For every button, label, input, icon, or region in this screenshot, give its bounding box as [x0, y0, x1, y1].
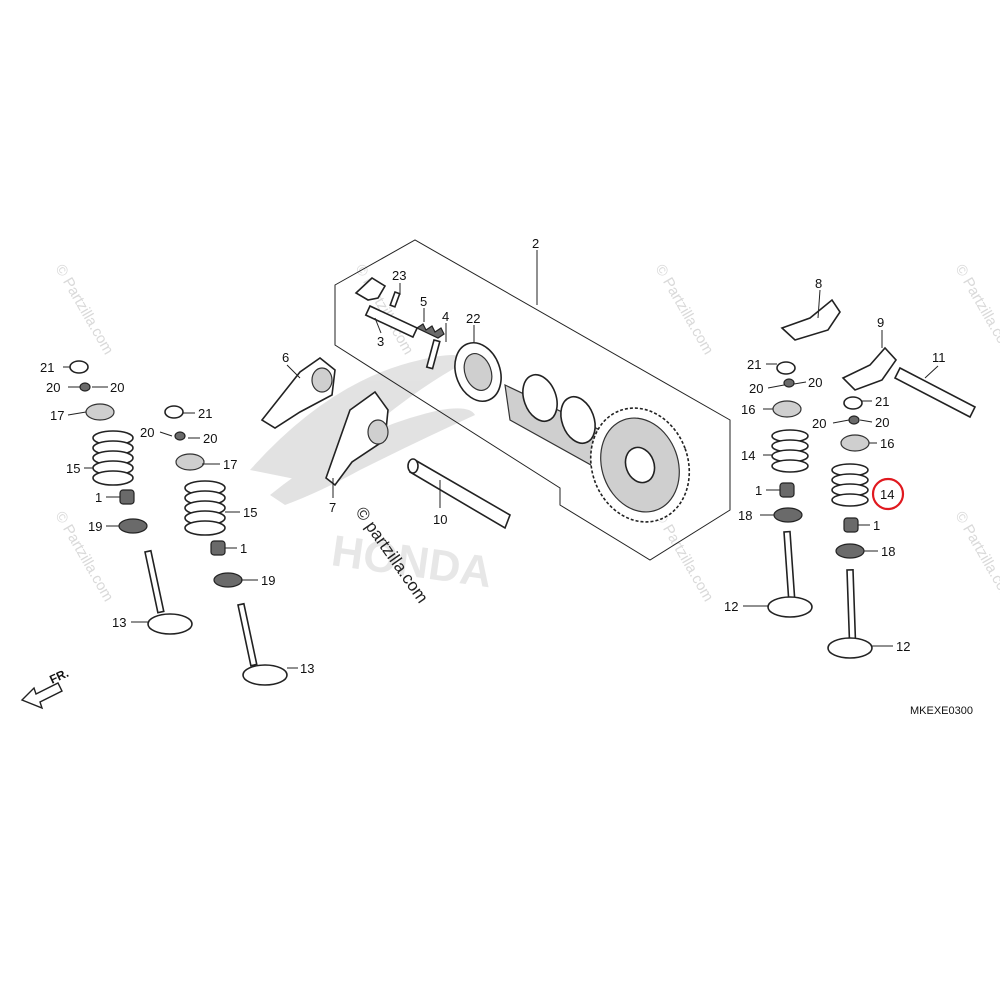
callout-label: 23 — [392, 268, 406, 283]
rocker-arm-9 — [841, 346, 898, 391]
callout-label: 1 — [873, 518, 880, 533]
callout-label: 18 — [881, 544, 895, 559]
callout-label: 12 — [896, 639, 910, 654]
callout-label: 19 — [261, 573, 275, 588]
callout-label: 4 — [442, 309, 449, 324]
callout-label: 15 — [243, 505, 257, 520]
callout-label: 3 — [377, 334, 384, 349]
callout-label: 1 — [95, 490, 102, 505]
front-indicator-label: FR. — [47, 666, 70, 687]
callout-label: 11 — [932, 350, 946, 365]
callout-label: 20 — [808, 375, 822, 390]
callout-label: 13 — [112, 615, 126, 630]
callout-label: 17 — [50, 408, 64, 423]
callout-labels: 2 23 5 4 22 3 6 7 10 8 9 11 21 20 20 17 … — [40, 236, 946, 676]
valve-spring-15 — [92, 430, 134, 486]
callout-label: 20 — [875, 415, 889, 430]
callout-label: 20 — [203, 431, 217, 446]
valve-spring-15 — [184, 480, 226, 536]
camshaft-assembly — [354, 276, 691, 523]
callout-label: 16 — [741, 402, 755, 417]
callout-label: 20 — [46, 380, 60, 395]
callout-label: 1 — [240, 541, 247, 556]
highlighted-callout-label: 14 — [880, 487, 894, 502]
callout-label: 18 — [738, 508, 752, 523]
rocker-arm-6 — [260, 357, 336, 429]
watermark-text: © Partzilla.com — [652, 262, 717, 358]
rocker-shaft-11 — [893, 366, 977, 419]
leader-lines — [63, 250, 939, 669]
front-arrow-icon: FR. — [20, 666, 71, 710]
watermark-text: © Partzilla.com — [952, 509, 1000, 605]
valve-stack-middle — [164, 405, 288, 686]
callout-label: 17 — [223, 457, 237, 472]
callout-label: 21 — [198, 406, 212, 421]
callout-label: 1 — [755, 483, 762, 498]
callout-label: 8 — [815, 276, 822, 291]
callout-label: 20 — [749, 381, 763, 396]
camshaft-group-box — [334, 239, 731, 561]
callout-label: 7 — [329, 500, 336, 515]
rocker-arm-8 — [780, 298, 841, 341]
callout-label: 20 — [140, 425, 154, 440]
watermark-text: © Partzilla.com — [652, 509, 717, 605]
watermark-text: © Partzilla.com — [52, 509, 117, 605]
callout-label: 5 — [420, 294, 427, 309]
callout-label: 10 — [433, 512, 447, 527]
rocker-shaft-10 — [407, 458, 511, 530]
rocker-arm-7 — [325, 390, 389, 487]
callout-label: 22 — [466, 311, 480, 326]
callout-label: 12 — [724, 599, 738, 614]
callout-label: 21 — [747, 357, 761, 372]
callout-label: 6 — [282, 350, 289, 365]
callout-label: 16 — [880, 436, 894, 451]
callout-label: 14 — [741, 448, 755, 463]
callout-label: 13 — [300, 661, 314, 676]
valve-stack-right-a — [767, 361, 813, 618]
callout-label: 20 — [110, 380, 124, 395]
callout-label: 15 — [66, 461, 80, 476]
highlight-circle — [871, 477, 905, 511]
valve-stack-right-b — [827, 396, 873, 659]
watermark-text: © Partzilla.com — [52, 262, 117, 358]
callout-label: 21 — [875, 394, 889, 409]
watermark-text: © Partzilla.com — [952, 262, 1000, 358]
valve-spring-14 — [831, 463, 869, 507]
diagram-code: MKEXE0300 — [910, 705, 973, 717]
valve-stack-left — [69, 360, 193, 635]
callout-label: 2 — [532, 236, 539, 251]
callout-label: 21 — [40, 360, 54, 375]
callout-label: 20 — [812, 416, 826, 431]
callout-label: 9 — [877, 315, 884, 330]
valve-spring-14 — [771, 429, 809, 473]
callout-label: 19 — [88, 519, 102, 534]
